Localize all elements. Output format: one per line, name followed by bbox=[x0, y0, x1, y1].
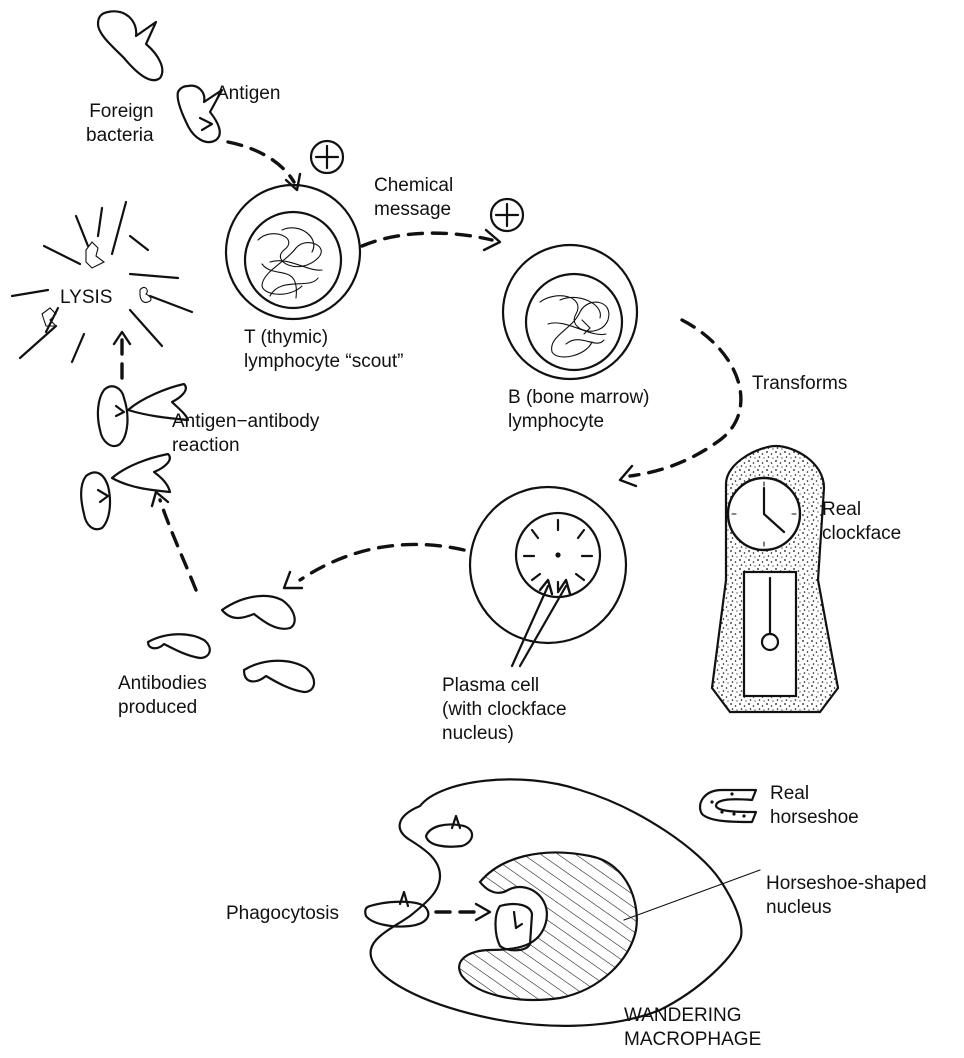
label-horseshoe-nucleus: Horseshoe-shaped nucleus bbox=[766, 872, 927, 920]
macrophage-cell bbox=[371, 779, 742, 1025]
label-transforms: Transforms bbox=[752, 372, 847, 396]
label-lysis: LYSIS bbox=[60, 286, 112, 310]
label-foreign-bacteria: Foreign bacteria bbox=[86, 100, 154, 148]
horseshoe-icon bbox=[700, 790, 756, 822]
plus-sign-icon bbox=[491, 199, 523, 231]
label-real-clockface: Real clockface bbox=[822, 498, 901, 546]
label-t-lymphocyte: T (thymic) lymphocyte “scout” bbox=[244, 326, 403, 374]
bacterium-top bbox=[98, 11, 162, 80]
label-plasma-cell: Plasma cell (with clockface nucleus) bbox=[442, 674, 567, 746]
label-antigen-antibody-reaction: Antigen−antibody reaction bbox=[172, 410, 319, 458]
label-antigen: Antigen bbox=[216, 82, 280, 106]
label-wandering-macrophage: WANDERING MACROPHAGE bbox=[624, 1004, 761, 1052]
label-b-lymphocyte: B (bone marrow) lymphocyte bbox=[508, 386, 650, 434]
plus-sign-icon bbox=[311, 141, 343, 173]
lysis-burst bbox=[12, 202, 192, 362]
t-lymphocyte-cell bbox=[226, 185, 360, 319]
clock-icon bbox=[712, 446, 838, 712]
antibody bbox=[244, 661, 314, 692]
label-antibodies-produced: Antibodies produced bbox=[118, 672, 207, 720]
label-chemical-message: Chemical message bbox=[374, 174, 453, 222]
antibody bbox=[148, 634, 210, 658]
b-lymphocyte-cell bbox=[503, 245, 637, 379]
label-phagocytosis: Phagocytosis bbox=[226, 902, 339, 926]
antibody bbox=[222, 596, 295, 629]
label-real-horseshoe: Real horseshoe bbox=[770, 782, 859, 830]
plasma-cell bbox=[470, 487, 626, 643]
